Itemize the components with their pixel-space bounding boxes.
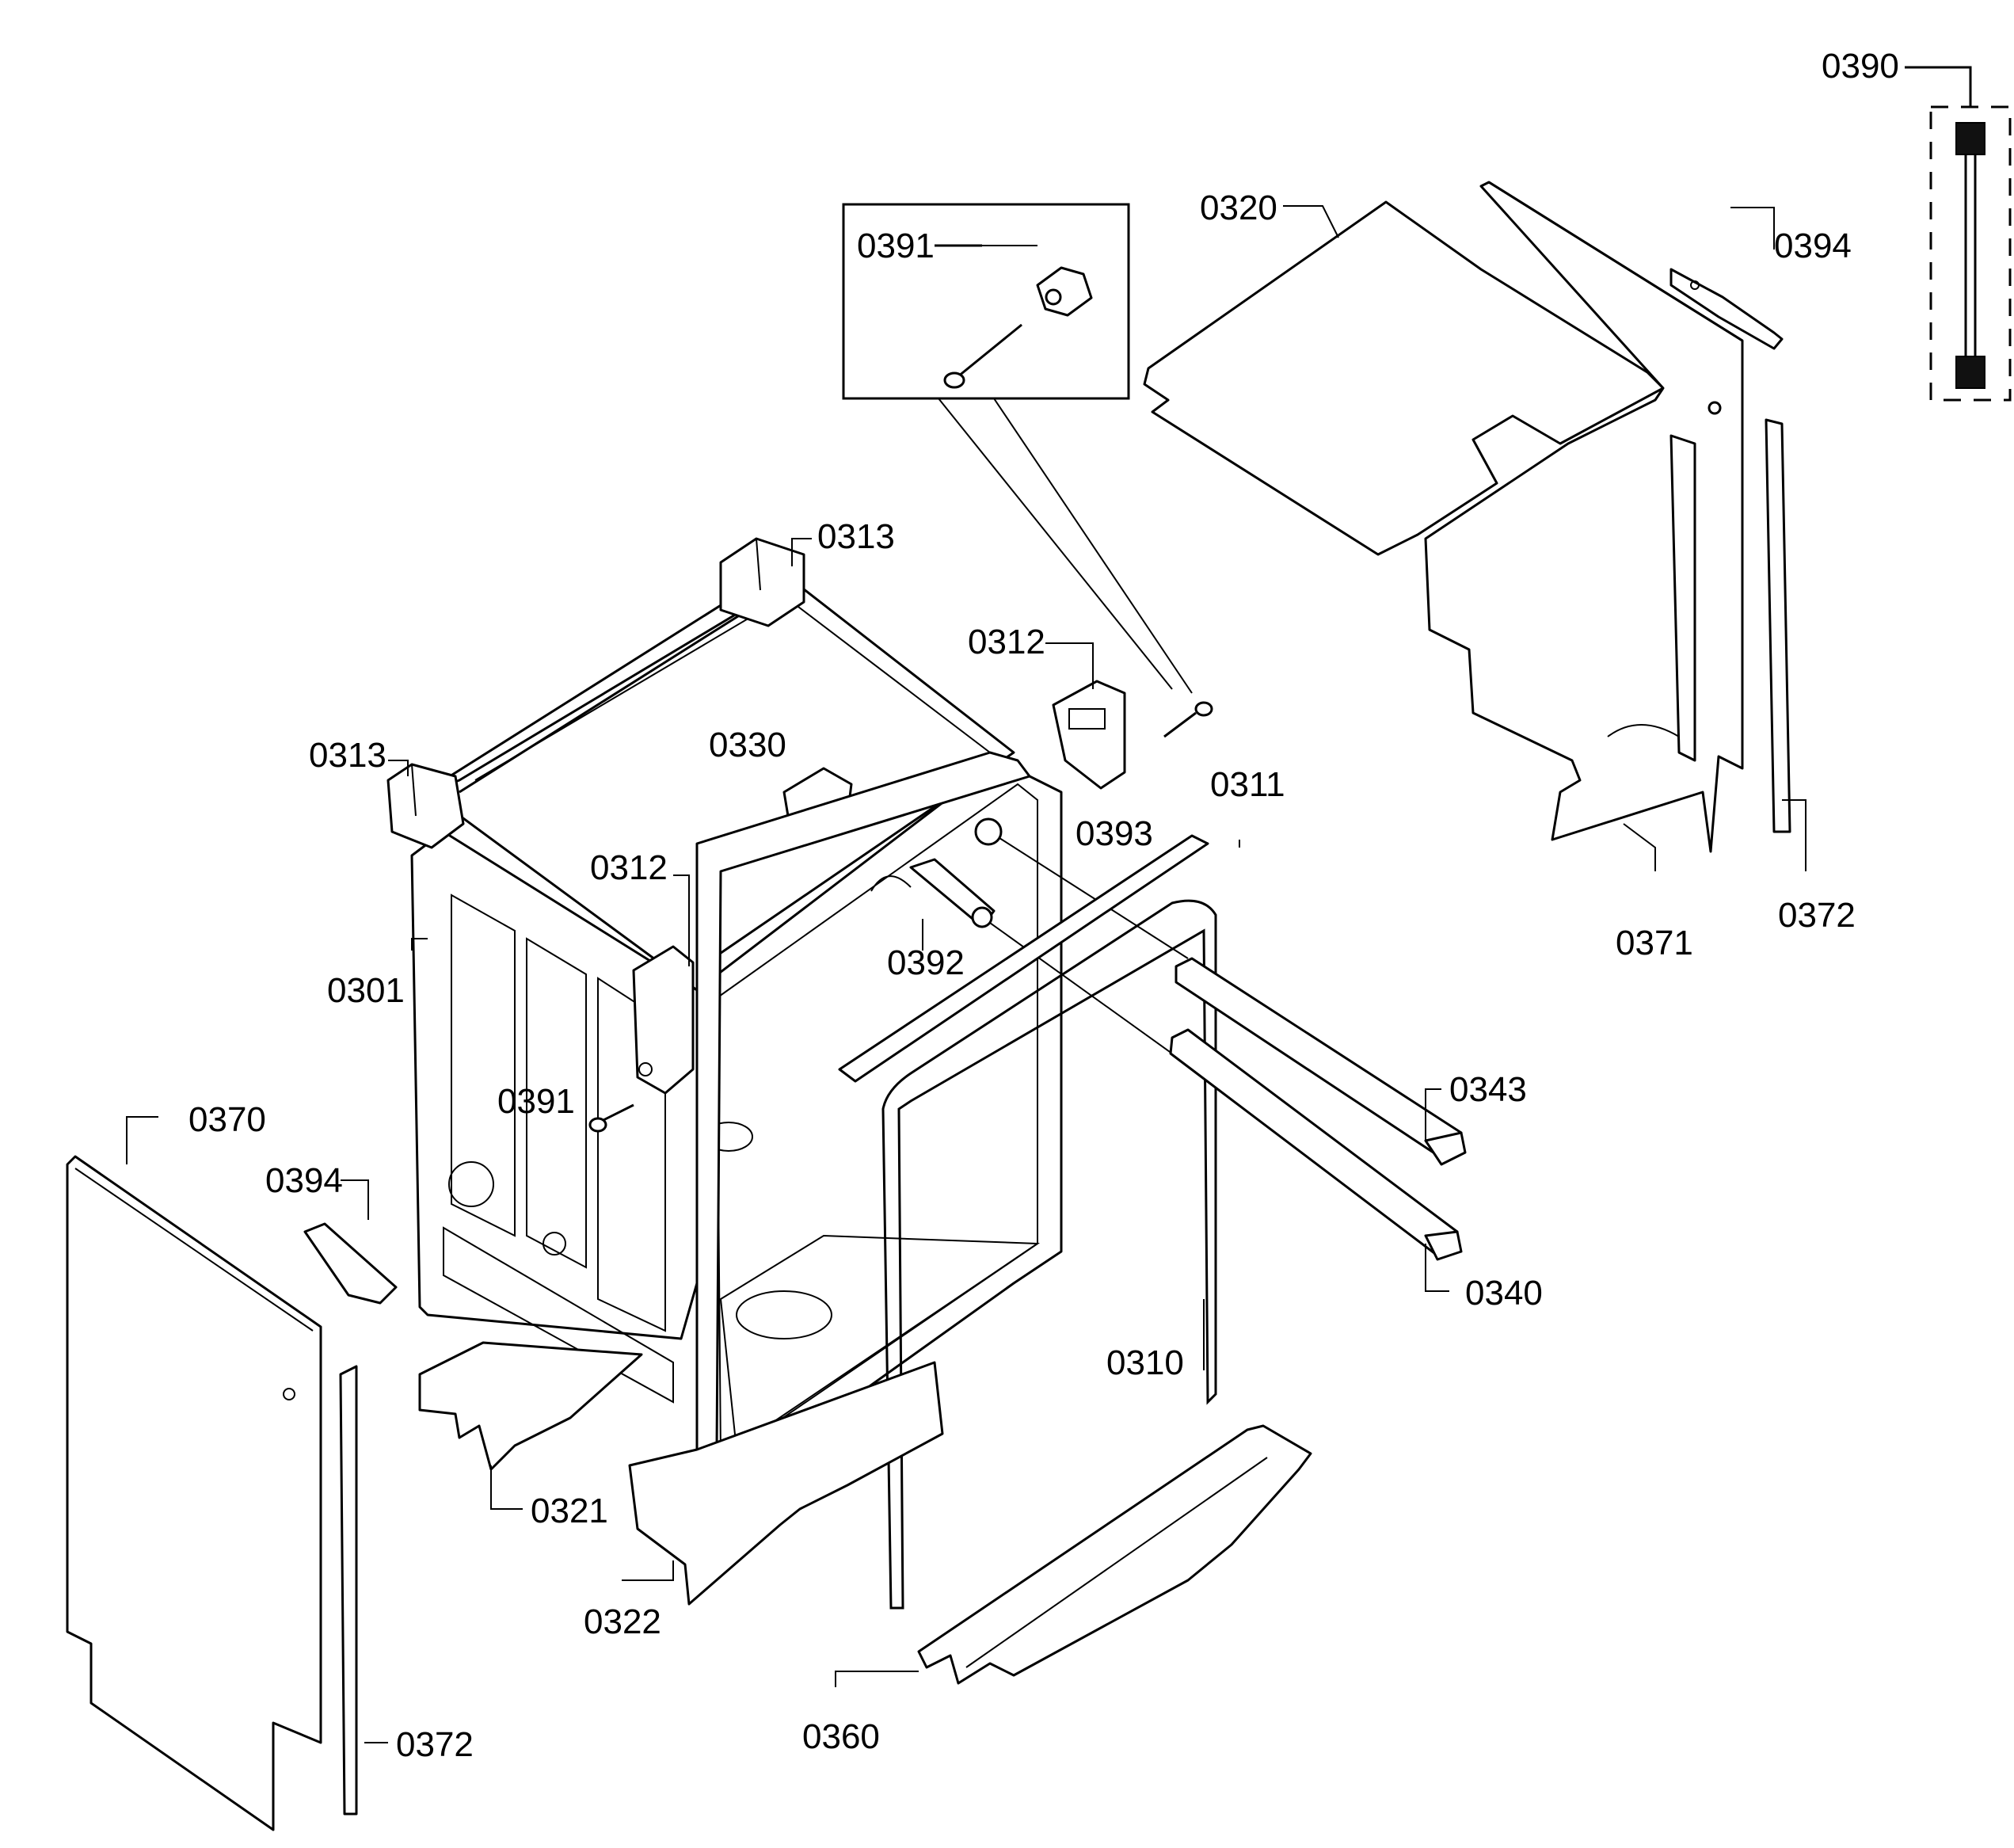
label-0312-right: 0312 (968, 623, 1045, 661)
label-0393: 0393 (1076, 814, 1153, 853)
label-0391-detail: 0391 (857, 227, 935, 265)
part-0370-side-panel (66, 1155, 322, 1831)
label-0330: 0330 (709, 726, 786, 764)
label-0371: 0371 (1616, 924, 1693, 962)
label-0301: 0301 (327, 971, 405, 1010)
part-0392-clip (870, 858, 1173, 1054)
part-0310-door-seal (695, 751, 1217, 1610)
label-0310: 0310 (1106, 1343, 1184, 1382)
part-0321-base-insulation (418, 1341, 643, 1471)
part-labels: 0390 0391 0320 0394 0313 0312 0313 0330 … (188, 47, 1899, 1764)
part-0391-screw (588, 1103, 634, 1133)
part-0312-center-hinge (632, 945, 695, 1095)
label-0343: 0343 (1449, 1070, 1527, 1109)
label-0322: 0322 (584, 1602, 661, 1641)
label-0391-center: 0391 (497, 1082, 575, 1121)
label-0372-left: 0372 (396, 1725, 474, 1764)
part-0390-hose (1905, 66, 2012, 402)
label-0320: 0320 (1200, 189, 1277, 227)
part-0371-back-panel (1424, 181, 1744, 853)
label-0340: 0340 (1465, 1274, 1543, 1313)
label-0372-right: 0372 (1778, 896, 1856, 935)
part-0343-rail (1175, 957, 1467, 1166)
label-0311: 0311 (1210, 765, 1285, 804)
label-0321: 0321 (531, 1492, 608, 1530)
detail-inset-0391 (842, 203, 1193, 694)
part-0322-base-shield (628, 1361, 944, 1606)
label-0360: 0360 (802, 1717, 880, 1756)
label-0392: 0392 (887, 943, 965, 982)
label-0313-left: 0313 (309, 736, 386, 775)
label-0313-top: 0313 (817, 517, 895, 556)
leader-lines (126, 205, 1807, 1743)
part-0394-left-bracket (303, 1222, 398, 1305)
part-0360-kickplate (917, 1424, 1312, 1685)
part-0301-tub (410, 569, 1063, 1483)
part-0372-left-strip (339, 1365, 358, 1816)
part-0340-rail (1169, 1028, 1463, 1261)
part-0311-top-strip (838, 834, 1209, 1083)
part-0312-right-hinge (1052, 680, 1126, 790)
part-0372-right-strip (1765, 418, 1791, 833)
part-0320-insulation-mat (1143, 200, 1665, 556)
label-0394-left: 0394 (265, 1161, 343, 1200)
part-0394-right-bracket (1669, 268, 1784, 350)
label-0370: 0370 (188, 1100, 266, 1139)
part-0393-wheel (974, 817, 1189, 959)
part-0313-left-bracket (386, 763, 465, 849)
label-0312-center: 0312 (590, 848, 668, 887)
label-0390: 0390 (1822, 47, 1899, 86)
label-0394-right: 0394 (1774, 227, 1852, 265)
part-0391-screw-right (1163, 701, 1213, 738)
part-0313-top-bracket (719, 537, 805, 627)
